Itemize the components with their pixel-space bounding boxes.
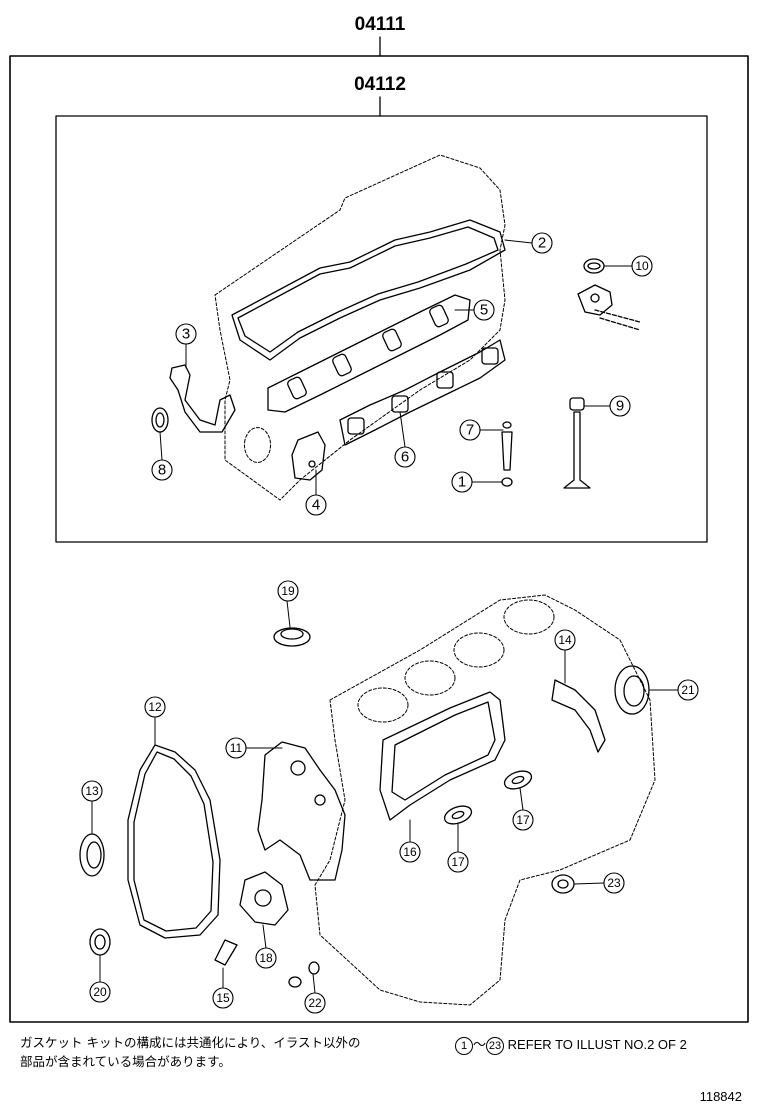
callout-15[interactable]: 15 [216, 991, 230, 1005]
crankshaft-front-seal [79, 833, 105, 877]
inner-kit-code[interactable]: 04112 [354, 74, 406, 95]
valve-stem-seal-assembly [501, 421, 513, 487]
valve-cover-gasket [231, 219, 506, 361]
callout-6[interactable]: 6 [401, 449, 409, 466]
illustration-number: 118842 [699, 1089, 742, 1104]
callout-4[interactable]: 4 [312, 497, 320, 514]
callout-22[interactable]: 22 [308, 996, 322, 1010]
callout-21[interactable]: 21 [681, 683, 695, 697]
callout-1[interactable]: 1 [458, 474, 466, 491]
callout-10[interactable]: 10 [635, 259, 649, 273]
callout-17-left[interactable]: 17 [451, 855, 465, 869]
callout-8[interactable]: 8 [158, 462, 166, 479]
callout-23[interactable]: 23 [607, 876, 621, 890]
leader-lines [91, 239, 679, 994]
kit-composition-note: ガスケット キットの構成には共通化により、イラスト以外の 部品が含まれている場合… [20, 1033, 360, 1071]
note-line-1: ガスケット キットの構成には共通化により、イラスト以外の [20, 1035, 361, 1050]
callout-16[interactable]: 16 [403, 845, 417, 859]
rear-oil-seal [614, 665, 650, 715]
timing-case-gasket [127, 744, 221, 939]
callout-12[interactable]: 12 [148, 700, 162, 714]
camshaft-seal [89, 928, 111, 956]
oil-seal-upper [151, 407, 169, 433]
callout-7[interactable]: 7 [466, 422, 474, 439]
ref-tilde: ～ [473, 1037, 487, 1052]
callout-17-right[interactable]: 17 [516, 813, 530, 827]
ref-to-number: 23 [486, 1036, 505, 1055]
intake-valve [563, 397, 591, 489]
water-hose-gasket-left [443, 805, 473, 825]
water-hose-gasket-right [503, 770, 533, 790]
timing-cover-gasket [257, 741, 346, 881]
callout-3[interactable]: 3 [182, 326, 190, 343]
inner-kit-frame [55, 115, 708, 543]
callout-5[interactable]: 5 [480, 302, 488, 319]
idler-seal [551, 874, 575, 894]
cylinder-head-outline [214, 154, 506, 501]
camshaft-oil-seal [273, 627, 311, 647]
callout-19[interactable]: 19 [281, 584, 295, 598]
rear-oil-seal-retainer-gasket [551, 679, 606, 753]
thermostat-gasket [583, 258, 605, 274]
water-inlet-housing [577, 284, 641, 331]
callout-2[interactable]: 2 [538, 235, 546, 252]
ref-text: REFER TO ILLUST NO.2 OF 2 [507, 1037, 687, 1052]
water-pump-gasket [239, 871, 289, 926]
fuel-pump-gasket [214, 939, 238, 966]
outer-kit-frame [9, 55, 749, 1023]
callout-13[interactable]: 13 [85, 784, 99, 798]
callout-18[interactable]: 18 [259, 951, 273, 965]
note-line-2: 部品が含まれている場合があります。 [20, 1054, 231, 1069]
callout-circles [81, 232, 699, 1014]
callout-20[interactable]: 20 [93, 985, 107, 999]
ref-from-number: 1 [455, 1036, 473, 1055]
outer-kit-code[interactable]: 04111 [355, 14, 406, 35]
small-o-rings [288, 961, 320, 988]
callout-14[interactable]: 14 [558, 633, 572, 647]
reference-note: 1～23 REFER TO ILLUST NO.2 OF 2 [455, 1034, 687, 1055]
intake-manifold-gasket [267, 294, 471, 413]
callout-11[interactable]: 11 [230, 741, 243, 755]
callout-9[interactable]: 9 [616, 398, 624, 415]
cylinder-block-outline [314, 594, 656, 1006]
oil-pipe-gasket [169, 364, 236, 433]
cylinder-head-gasket [379, 691, 506, 821]
